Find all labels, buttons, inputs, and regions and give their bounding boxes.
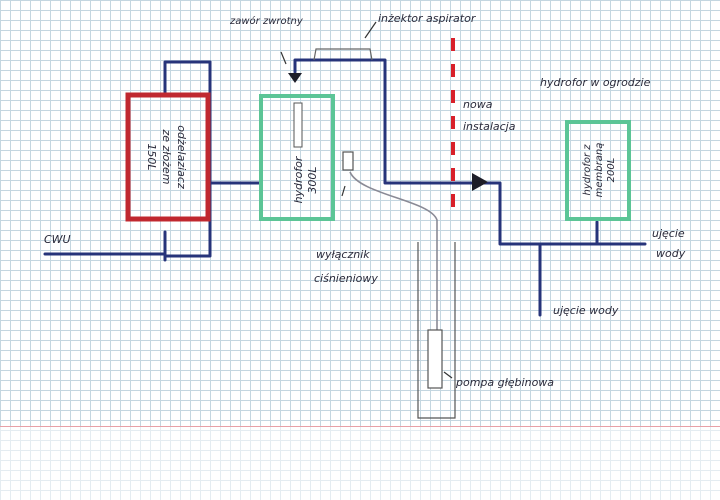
label-pressure-switch-line2: ciśnieniowy xyxy=(314,272,378,285)
check-valve-icon xyxy=(288,73,302,83)
pump-hose xyxy=(349,171,438,330)
distribution-pipe xyxy=(468,181,647,246)
iron-remover-tank xyxy=(125,92,211,222)
pressure-switch xyxy=(342,151,354,171)
label-iron-remover-line3: 150L xyxy=(145,143,158,170)
label-membrane-line1: hydrofor z xyxy=(582,144,593,196)
check-valve-pointer xyxy=(280,51,287,65)
membrane-hydrofor-tank xyxy=(565,120,631,221)
label-check-valve: zawór zwrotny xyxy=(229,15,304,27)
label-hydrofor-300: hydrofor 300L xyxy=(292,155,319,203)
label-water-outlet-right-line2: wody xyxy=(656,247,686,260)
label-garden-hydrofor: hydrofor w ogrodzie xyxy=(540,76,651,89)
label-iron-remover-line2: ze złożem xyxy=(160,129,173,185)
label-membrane-line3: 200L xyxy=(606,158,617,183)
iron-remover-top-pipe xyxy=(163,60,212,97)
label-water-outlet-bottom: ujęcie wody xyxy=(553,304,619,317)
label-hydrofor-300-line1: hydrofor xyxy=(292,155,305,203)
label-nowa: nowa xyxy=(463,98,493,111)
label-membrane-hydrofor: hydrofor z membraną 200L xyxy=(582,143,617,198)
check-valve-right-icon xyxy=(472,173,488,191)
pump-pointer xyxy=(443,371,453,379)
aspirator-tube xyxy=(293,102,303,148)
label-membrane-line2: membraną xyxy=(594,143,605,198)
paper-bottom-strip xyxy=(0,427,720,500)
label-cwu: CWU xyxy=(44,233,71,246)
label-water-outlet-right-line1: ujęcie xyxy=(652,227,685,240)
label-instalacja: instalacja xyxy=(463,120,516,133)
label-iron-remover: odżelaziacz ze złożem 150L xyxy=(145,125,188,189)
deep-well-pump xyxy=(427,329,443,389)
well-casing xyxy=(417,242,456,419)
top-main-pipe xyxy=(293,58,472,185)
hydrofor-300l-tank xyxy=(259,94,335,221)
label-injector: inżektor aspirator xyxy=(378,12,477,25)
paper-margin-line xyxy=(0,426,720,427)
label-iron-remover-line1: odżelaziacz xyxy=(175,125,188,189)
injector-pointer xyxy=(364,21,377,39)
injector-aspirator-bracket xyxy=(313,48,373,61)
label-pressure-switch-line1: wyłącznik xyxy=(316,248,370,261)
label-deep-well-pump: pompa głębinowa xyxy=(455,376,554,389)
pressure-switch-pointer xyxy=(341,185,346,197)
label-hydrofor-300-line2: 300L xyxy=(306,166,319,193)
